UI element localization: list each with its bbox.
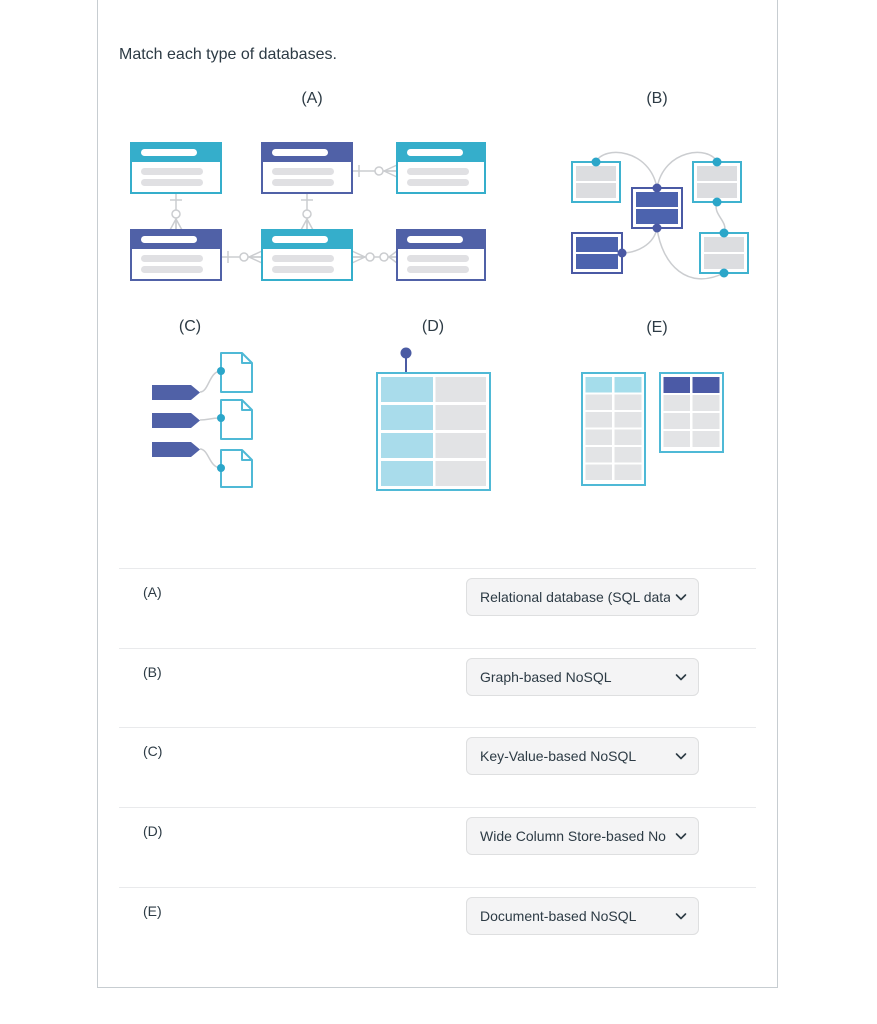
answer-select-e-value: Document-based NoSQL bbox=[480, 907, 637, 924]
graph-node-cyan bbox=[571, 161, 621, 203]
entity-table-cyan bbox=[261, 229, 353, 281]
chevron-down-icon bbox=[675, 673, 687, 680]
table-indigo-header bbox=[659, 372, 724, 453]
wide-column-table bbox=[376, 372, 491, 491]
graph-node-cyan bbox=[692, 161, 742, 203]
entity-table-indigo bbox=[396, 229, 486, 281]
answer-select-c-value: Key-Value-based NoSQL bbox=[480, 748, 637, 765]
answer-row-a: (A) Relational database (SQL data bbox=[119, 568, 756, 648]
answer-select-a[interactable]: Relational database (SQL data bbox=[466, 578, 699, 616]
answer-label-c: (C) bbox=[143, 743, 163, 760]
answer-label-b: (B) bbox=[143, 663, 162, 680]
graph-node-ports bbox=[591, 157, 729, 278]
answer-label-d: (D) bbox=[143, 823, 163, 840]
table-cyan-header bbox=[581, 372, 646, 486]
diagram-label-b: (B) bbox=[646, 90, 668, 107]
entity-table-cyan bbox=[130, 142, 222, 194]
answer-select-e[interactable]: Document-based NoSQL bbox=[466, 896, 699, 935]
diagram-label-d: (D) bbox=[421, 318, 445, 335]
entity-table-cyan bbox=[396, 142, 486, 194]
document-column-tables-diagram bbox=[581, 372, 724, 486]
answer-row-d: (D) Wide Column Store-based No bbox=[119, 807, 756, 887]
document-icon bbox=[220, 352, 253, 488]
answers-section: (A) Relational database (SQL data (B) Gr… bbox=[119, 568, 756, 966]
row-key-pin bbox=[400, 347, 412, 373]
diagram-label-e: (E) bbox=[646, 319, 668, 336]
answer-select-a-value: Relational database (SQL data bbox=[480, 589, 670, 605]
chevron-down-icon bbox=[675, 912, 687, 920]
chevron-down-icon bbox=[675, 753, 687, 760]
er-connectors bbox=[169, 164, 398, 264]
graph-network-diagram bbox=[571, 151, 749, 280]
entity-table-indigo bbox=[130, 229, 222, 281]
answer-select-b[interactable]: Graph-based NoSQL bbox=[466, 657, 699, 696]
question-title: Match each type of databases. bbox=[119, 46, 337, 63]
answer-row-c: (C) Key-Value-based NoSQL bbox=[119, 727, 756, 807]
key-tag bbox=[152, 385, 200, 457]
answer-select-c[interactable]: Key-Value-based NoSQL bbox=[466, 737, 699, 776]
answer-row-b: (B) Graph-based NoSQL bbox=[119, 647, 756, 728]
diagram-label-a: (A) bbox=[301, 90, 323, 107]
answer-select-d[interactable]: Wide Column Store-based No bbox=[466, 817, 699, 856]
diagram-label-c: (C) bbox=[178, 318, 202, 335]
answer-select-d-value: Wide Column Store-based No bbox=[480, 828, 666, 845]
document-ports bbox=[217, 367, 225, 472]
key-value-diagram bbox=[152, 352, 253, 488]
entity-table-indigo bbox=[261, 142, 353, 194]
chevron-down-icon bbox=[675, 594, 687, 601]
answer-row-e: (E) Document-based NoSQL bbox=[119, 886, 756, 967]
chevron-down-icon bbox=[675, 833, 687, 840]
answer-select-b-value: Graph-based NoSQL bbox=[480, 668, 612, 685]
graph-node-indigo bbox=[571, 232, 623, 274]
graph-node-indigo bbox=[631, 187, 683, 229]
graph-node-cyan bbox=[699, 232, 749, 274]
er-relational-diagram bbox=[130, 142, 486, 281]
answer-label-a: (A) bbox=[143, 584, 162, 600]
answer-label-e: (E) bbox=[143, 902, 162, 919]
wide-column-table-diagram bbox=[376, 347, 491, 491]
